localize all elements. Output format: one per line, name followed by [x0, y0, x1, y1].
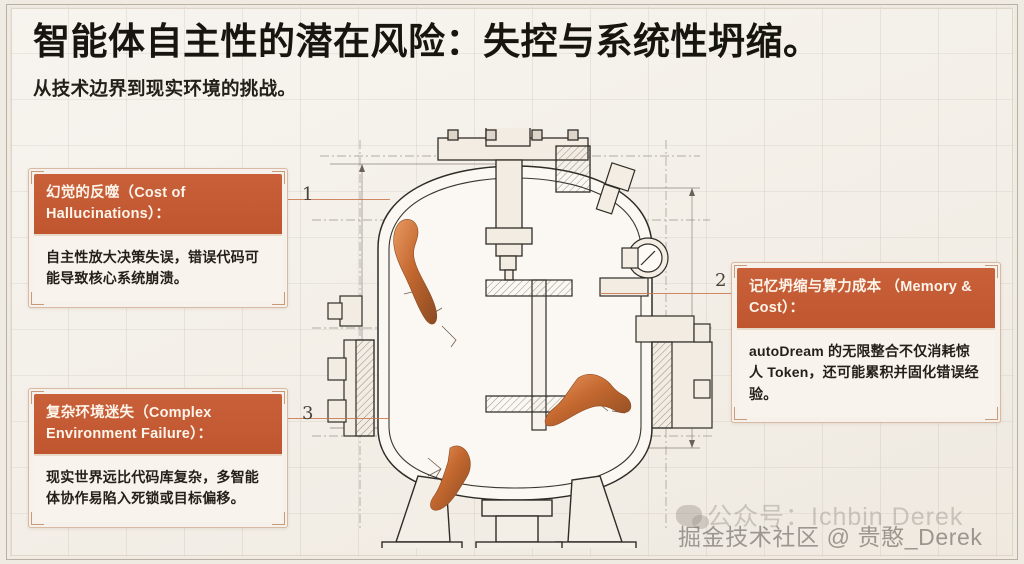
internal-pipe: [485, 279, 573, 431]
rust-mark-lower-left: [430, 445, 471, 511]
page-title: 智能体自主性的潜在风险：失控与系统性坍缩。: [33, 19, 821, 63]
card-inner: 幻觉的反噬（Cost of Hallucinations）： 自主性放大决策失误…: [34, 174, 282, 302]
card-2-heading: 记忆坍缩与算力成本 （Memory & Cost）：: [737, 268, 995, 331]
left-side-flange: [327, 295, 375, 437]
leader-line-2: [600, 293, 733, 294]
leader-line-1: [278, 199, 390, 200]
leader-line-3: [278, 418, 390, 419]
watermark-secondary: 公众号：Ichbin Derek: [676, 497, 963, 533]
right-side-flange: [599, 277, 713, 429]
watermark-secondary-text: 公众号：Ichbin Derek: [707, 503, 964, 531]
card-2-body: autoDream 的无限整合不仅消耗惊人 Token，还可能累积并固化错误经验…: [737, 330, 995, 417]
annotation-card-2[interactable]: 记忆坍缩与算力成本 （Memory & Cost）： autoDream 的无限…: [731, 262, 1001, 423]
card-3-heading: 复杂环境迷失（Complex Environment Failure）：: [34, 394, 282, 457]
leader-number-1: 1: [302, 184, 314, 205]
card-inner: 复杂环境迷失（Complex Environment Failure）： 现实世…: [34, 394, 282, 522]
leader-number-3: 3: [302, 403, 314, 424]
rust-mark-upper-left: [393, 219, 437, 325]
rust-damage-marks: [393, 219, 632, 511]
card-1-heading: 幻觉的反噬（Cost of Hallucinations）：: [34, 174, 282, 237]
gauge-assembly: [595, 162, 669, 279]
annotation-card-3[interactable]: 复杂环境迷失（Complex Environment Failure）： 现实世…: [28, 388, 288, 528]
card-3-body: 现实世界远比代码库复杂，多智能体协作易陷入死锁或目标偏移。: [34, 456, 282, 522]
wechat-icon: [676, 504, 709, 529]
annotation-card-1[interactable]: 幻觉的反噬（Cost of Hallucinations）： 自主性放大决策失误…: [28, 168, 288, 308]
pressure-vessel-blueprint: [300, 128, 730, 548]
header: 智能体自主性的潜在风险：失控与系统性坍缩。 从技术边界到现实环境的挑战。: [33, 19, 963, 101]
top-flange-assembly: [437, 128, 591, 281]
page-subtitle: 从技术边界到现实环境的挑战。: [33, 78, 297, 100]
leader-number-2: 2: [715, 270, 727, 291]
card-1-body: 自主性放大决策失误，错误代码可能导致核心系统崩溃。: [34, 236, 282, 302]
watermark-primary: 掘金技术社区 @ 贵憨_Derek: [678, 524, 983, 550]
card-inner: 记忆坍缩与算力成本 （Memory & Cost）： autoDream 的无限…: [737, 268, 995, 417]
rust-mark-mid-right: [544, 374, 632, 427]
